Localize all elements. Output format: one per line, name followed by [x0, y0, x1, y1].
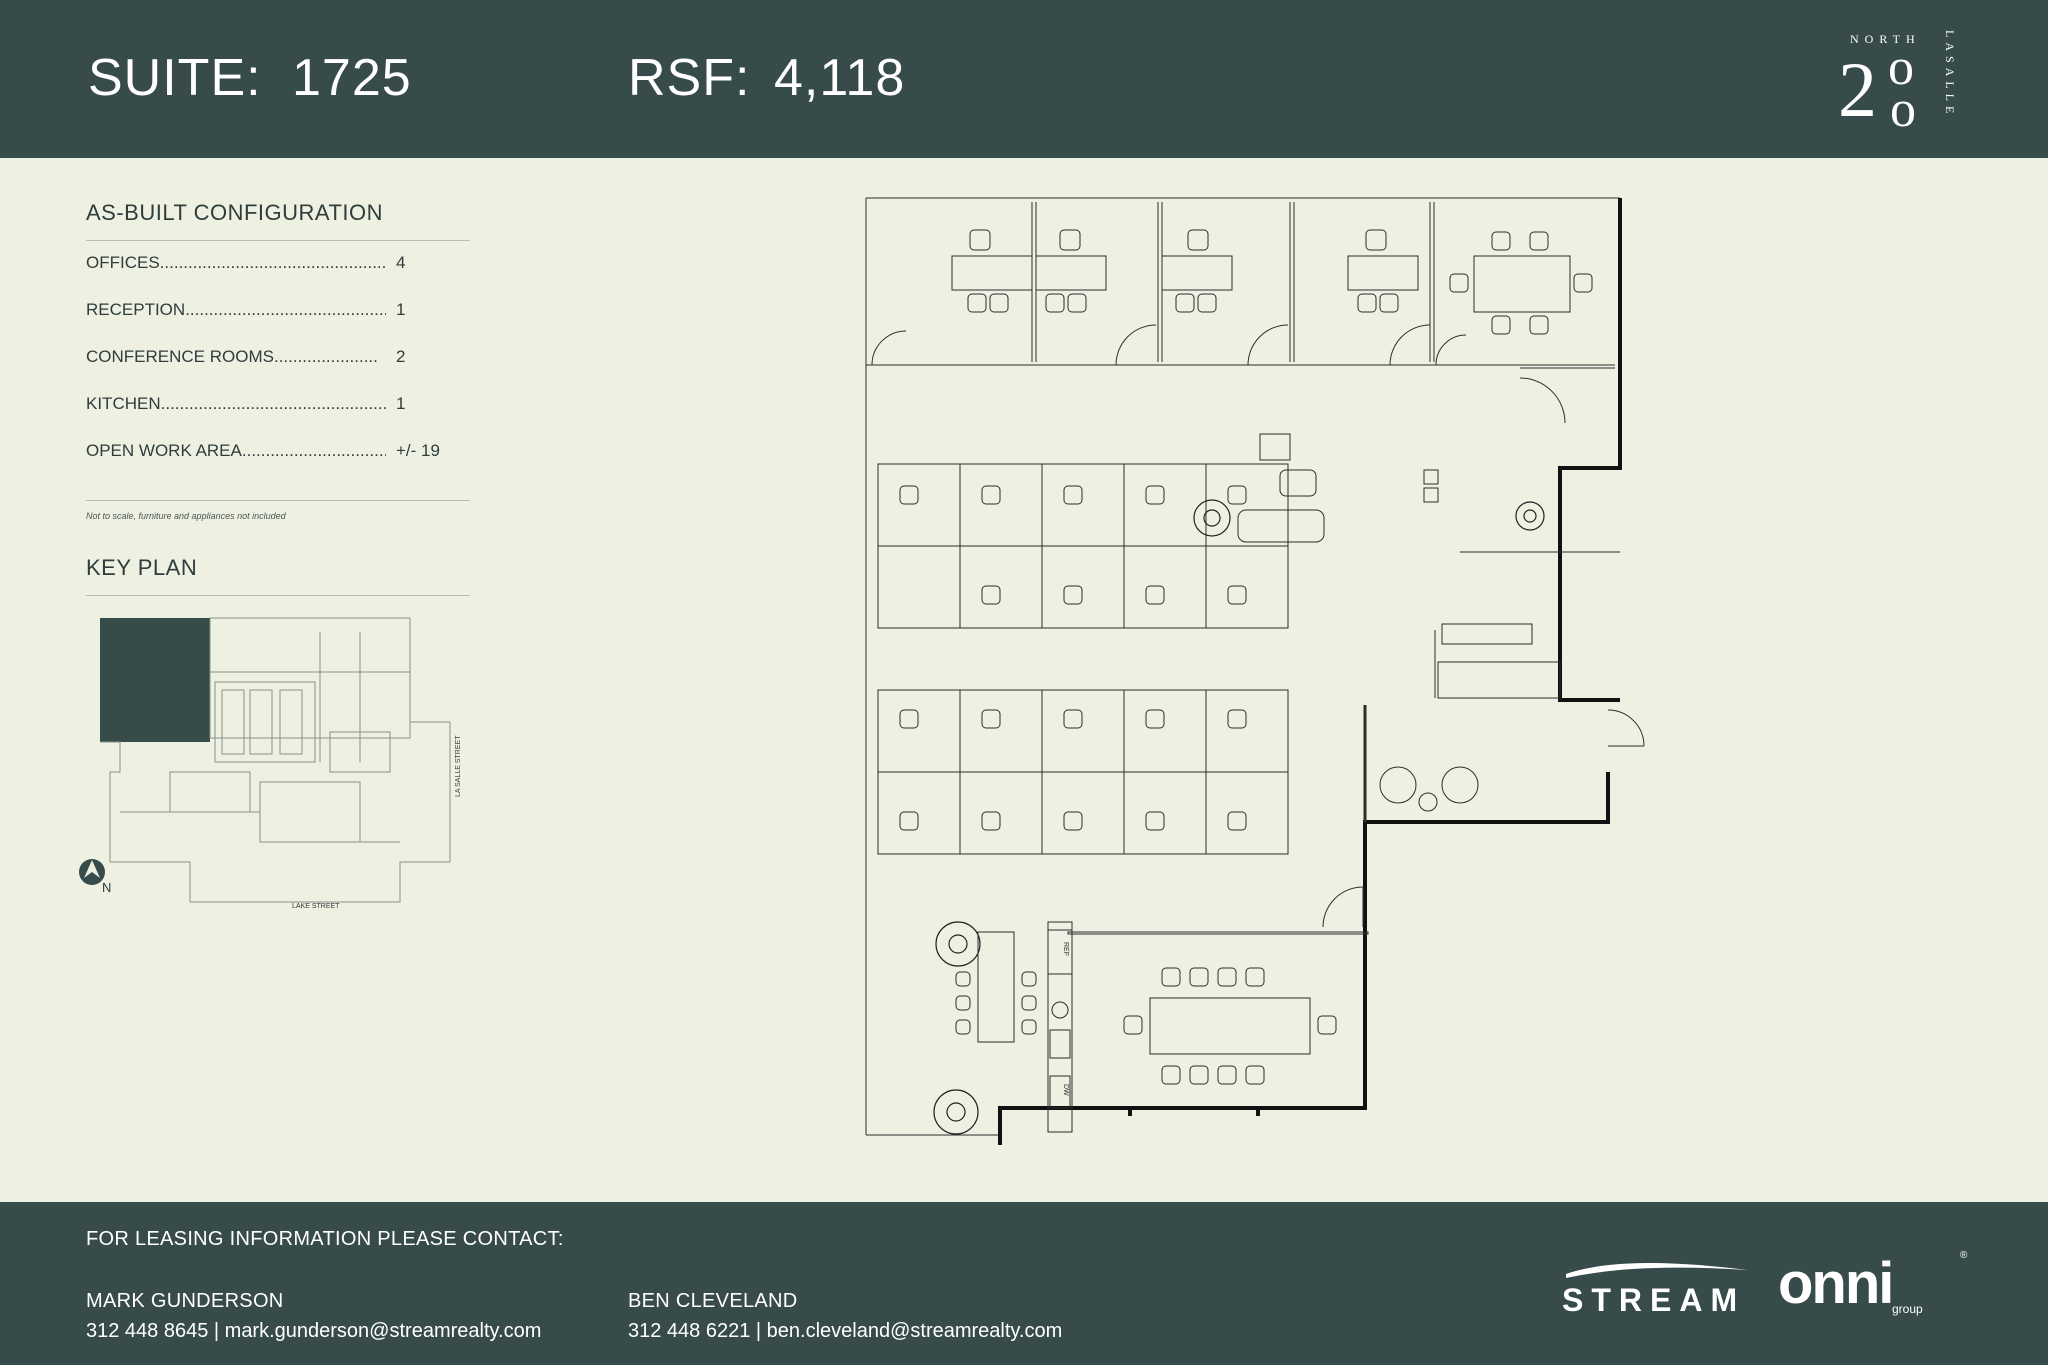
office-chairs: [967, 229, 1593, 335]
config-title: AS-BUILT CONFIGURATION: [86, 200, 470, 241]
exterior-walls: [998, 198, 1622, 1145]
config-value: 4: [396, 253, 406, 272]
logo-lasalle-text: LASALLE: [1943, 30, 1957, 119]
contact-heading: FOR LEASING INFORMATION PLEASE CONTACT:: [86, 1228, 564, 1250]
contact-card: BEN CLEVELAND 312 448 6221 | ben.clevela…: [628, 1286, 1062, 1346]
config-value: +/- 19: [396, 441, 440, 460]
key-plan-map: LA SALLE STREET LAKE STREET N: [79, 617, 462, 910]
leader-dots: ...............................: [241, 441, 386, 460]
logo-mark: 2 o o: [1838, 39, 1916, 134]
logo-mark-o-top: o: [1888, 39, 1914, 96]
config-value: 2: [396, 347, 406, 366]
leader-dots: ........................................…: [159, 253, 386, 272]
keyplan-street-east: LA SALLE STREET: [455, 735, 462, 797]
contact-name: BEN CLEVELAND: [628, 1290, 798, 1312]
config-label: OPEN WORK AREA: [86, 441, 242, 460]
floor-plan: REF DW: [865, 197, 1645, 1145]
onni-logo: onni group ®: [1778, 1248, 1968, 1318]
stream-swoosh-icon: [1566, 1263, 1748, 1278]
config-row-conference-rooms: CONFERENCE ROOMS...................... 2: [86, 347, 470, 394]
config-label: KITCHEN: [86, 394, 161, 413]
offices-row: [866, 202, 1615, 424]
footer-bar: FOR LEASING INFORMATION PLEASE CONTACT: …: [0, 1202, 2048, 1365]
workstations-block-upper: [877, 463, 1289, 629]
logo-mark-2: 2: [1838, 46, 1877, 133]
config-label: OFFICES: [86, 253, 160, 272]
plant-icon: [933, 499, 1545, 1135]
rsf-value: 4,118: [774, 49, 906, 107]
leader-dots: ........................................…: [160, 394, 386, 413]
config-label: RECEPTION: [86, 300, 186, 319]
logo-north-text: NORTH: [1850, 32, 1921, 46]
info-panel: AS-BUILT CONFIGURATION OFFICES..........…: [86, 200, 470, 596]
north-label: N: [102, 880, 111, 895]
workstation-chairs: [899, 485, 1247, 831]
config-value: 1: [396, 394, 406, 413]
keyplan-street-south: LAKE STREET: [292, 903, 340, 910]
reception-lounge: [1237, 433, 1620, 553]
config-row-reception: RECEPTION...............................…: [86, 300, 470, 347]
leader-dots: ........................................…: [185, 300, 386, 319]
scale-note: Not to scale, furniture and appliances n…: [86, 511, 286, 521]
config-list: OFFICES.................................…: [86, 241, 470, 501]
logo-mark-o-bottom: o: [1890, 81, 1916, 134]
config-value: 1: [396, 300, 406, 319]
config-row-kitchen: KITCHEN.................................…: [86, 394, 470, 441]
keyplan-building-outline: [209, 617, 411, 739]
config-row-open-work-area: OPEN WORK AREA..........................…: [86, 441, 470, 488]
onni-group-text: group: [1892, 1302, 1923, 1316]
contact-details[interactable]: 312 448 6221 | ben.cleveland@streamrealt…: [628, 1320, 1063, 1342]
config-label: CONFERENCE ROOMS: [86, 347, 274, 366]
workstations-block-lower: [877, 689, 1289, 855]
north-arrow-icon: [79, 859, 105, 885]
keyplan-core: [214, 681, 316, 763]
keyplan-elevator-bank: [249, 689, 273, 755]
stream-wordmark: STREAM: [1562, 1282, 1746, 1318]
contact-name: MARK GUNDERSON: [86, 1290, 284, 1312]
copy-area: [1434, 623, 1561, 699]
registered-mark: ®: [1960, 1250, 1968, 1261]
onni-wordmark: onni: [1778, 1251, 1894, 1316]
keyplan-title: KEY PLAN: [86, 555, 470, 596]
kitchen-chairs: [955, 971, 1037, 1035]
fridge: [1047, 929, 1073, 975]
building-logo: NORTH LASALLE 2 o o: [1838, 26, 1968, 134]
rsf-label: RSF:: [628, 49, 751, 107]
contact-details[interactable]: 312 448 8645 | mark.gunderson@streamreal…: [86, 1320, 542, 1342]
wall-ticks: [1128, 1108, 1260, 1116]
keyplan-elevator-bank: [279, 689, 303, 755]
header-bar: SUITE: 1725 RSF: 4,118 NORTH LASALLE 2 o…: [0, 0, 2048, 158]
suite-label: SUITE:: [88, 49, 262, 107]
config-row-offices: OFFICES.................................…: [86, 253, 470, 300]
keyplan-floor-outline: [100, 721, 451, 903]
stream-logo: STREAM: [1562, 1258, 1752, 1318]
dishwasher-label: DW: [1062, 1084, 1069, 1096]
lounge-chairs: [1363, 705, 1645, 822]
leader-dots: ......................: [273, 347, 378, 366]
suite-number: 1725: [292, 49, 412, 107]
contact-card: MARK GUNDERSON 312 448 8645 | mark.gunde…: [86, 1286, 541, 1346]
kitchen: REF DW: [977, 886, 1369, 1133]
office-desks: [951, 255, 1571, 313]
fridge-label: REF: [1062, 942, 1069, 956]
conference-room-large: [1123, 967, 1337, 1085]
keyplan-suite-highlight: [100, 618, 210, 742]
keyplan-elevator-bank: [221, 689, 245, 755]
